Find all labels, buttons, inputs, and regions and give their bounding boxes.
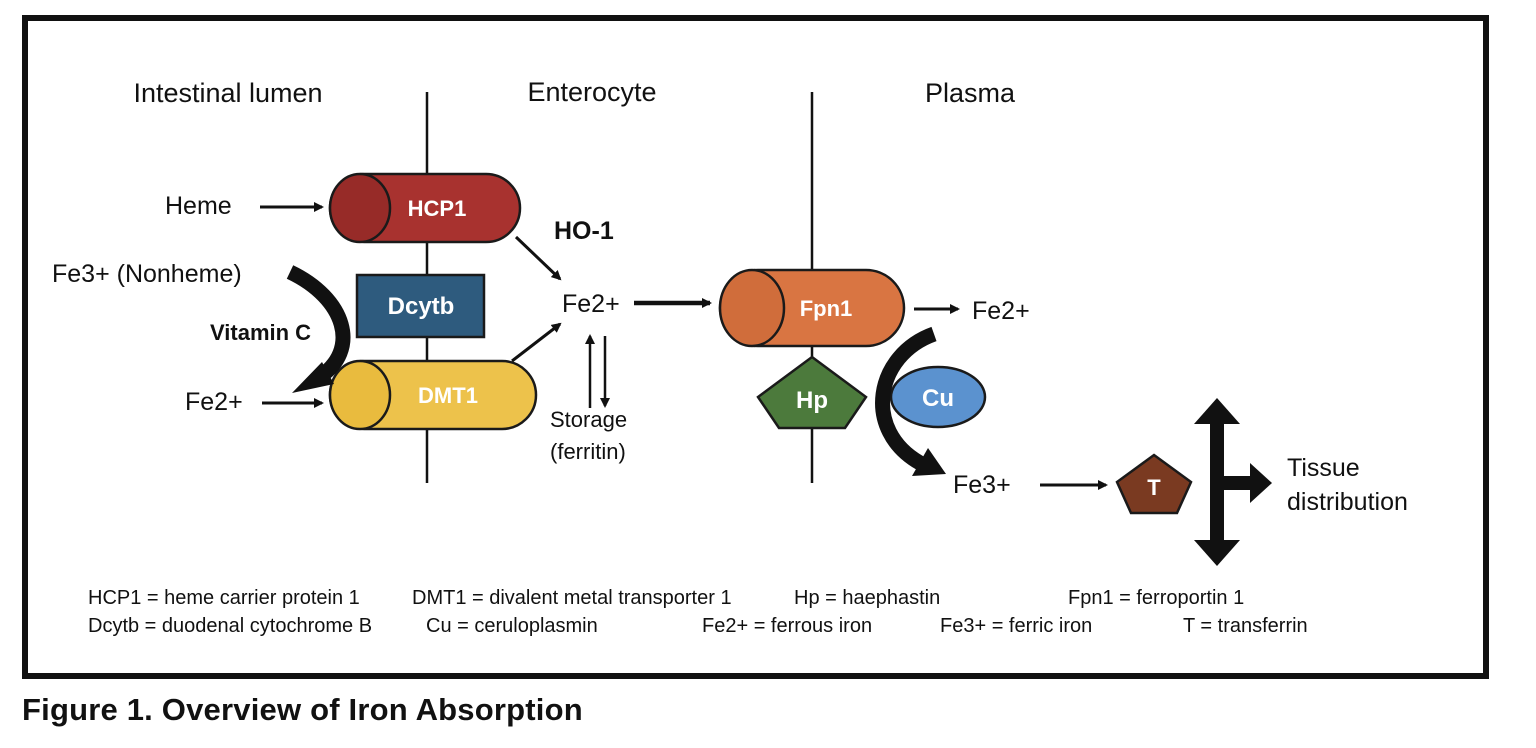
t-pentagon: T	[1115, 453, 1193, 515]
curved-arrow-oxidation	[875, 326, 946, 476]
distribution-label: distribution	[1287, 488, 1408, 516]
t-label: T	[1147, 475, 1161, 500]
storage-label: Storage	[550, 407, 627, 432]
legend-hp: Hp = haephastin	[794, 587, 940, 609]
dmt1-transporter: DMT1	[328, 359, 538, 431]
cu-ellipse: Cu	[889, 365, 987, 429]
arrow-dmt1-fe2	[511, 322, 562, 363]
legend-dcytb: Dcytb = duodenal cytochrome B	[88, 615, 372, 637]
ferritin-label: (ferritin)	[550, 439, 626, 464]
legend-hcp1: HCP1 = heme carrier protein 1	[88, 587, 360, 609]
fe2-plasma-label: Fe2+	[972, 297, 1030, 325]
ho1-label: HO-1	[554, 217, 614, 245]
hcp1-label: HCP1	[408, 196, 467, 221]
cu-label: Cu	[922, 385, 954, 412]
hp-pentagon: Hp	[756, 355, 868, 430]
legend-dmt1: DMT1 = divalent metal transporter 1	[412, 587, 732, 609]
curved-arrow-reduction	[286, 265, 351, 393]
hcp1-transporter: HCP1	[328, 172, 522, 244]
hp-label: Hp	[796, 387, 828, 414]
dmt1-label: DMT1	[418, 383, 478, 408]
legend-cu: Cu = ceruloplasmin	[426, 615, 598, 637]
region-plasma: Plasma	[925, 78, 1016, 108]
legend-fe3: Fe3+ = ferric iron	[940, 615, 1092, 637]
figure-caption: Figure 1. Overview of Iron Absorption	[22, 692, 583, 727]
region-enterocyte: Enterocyte	[527, 77, 656, 107]
vitamin-c-label: Vitamin C	[210, 320, 311, 345]
fe2-lumen-label: Fe2+	[185, 388, 243, 416]
fpn1-label: Fpn1	[800, 296, 853, 321]
heme-label: Heme	[165, 192, 232, 220]
fe3-nonheme-label: Fe3+ (Nonheme)	[52, 260, 242, 288]
legend-fe2: Fe2+ = ferrous iron	[702, 615, 872, 637]
tissue-distribution-arrow	[1194, 398, 1272, 566]
dcytb-label: Dcytb	[388, 293, 455, 320]
legend-fpn1: Fpn1 = ferroportin 1	[1068, 587, 1244, 609]
fe3-plasma-label: Fe3+	[953, 471, 1011, 499]
fe2-cell-label: Fe2+	[562, 290, 620, 318]
dcytb-enzyme: Dcytb	[355, 273, 486, 339]
fpn1-transporter: Fpn1	[718, 268, 906, 348]
legend-t: T = transferrin	[1183, 615, 1308, 637]
tissue-label: Tissue	[1287, 454, 1360, 482]
arrow-hcp1-fe2	[514, 235, 562, 281]
region-lumen: Intestinal lumen	[133, 78, 322, 108]
